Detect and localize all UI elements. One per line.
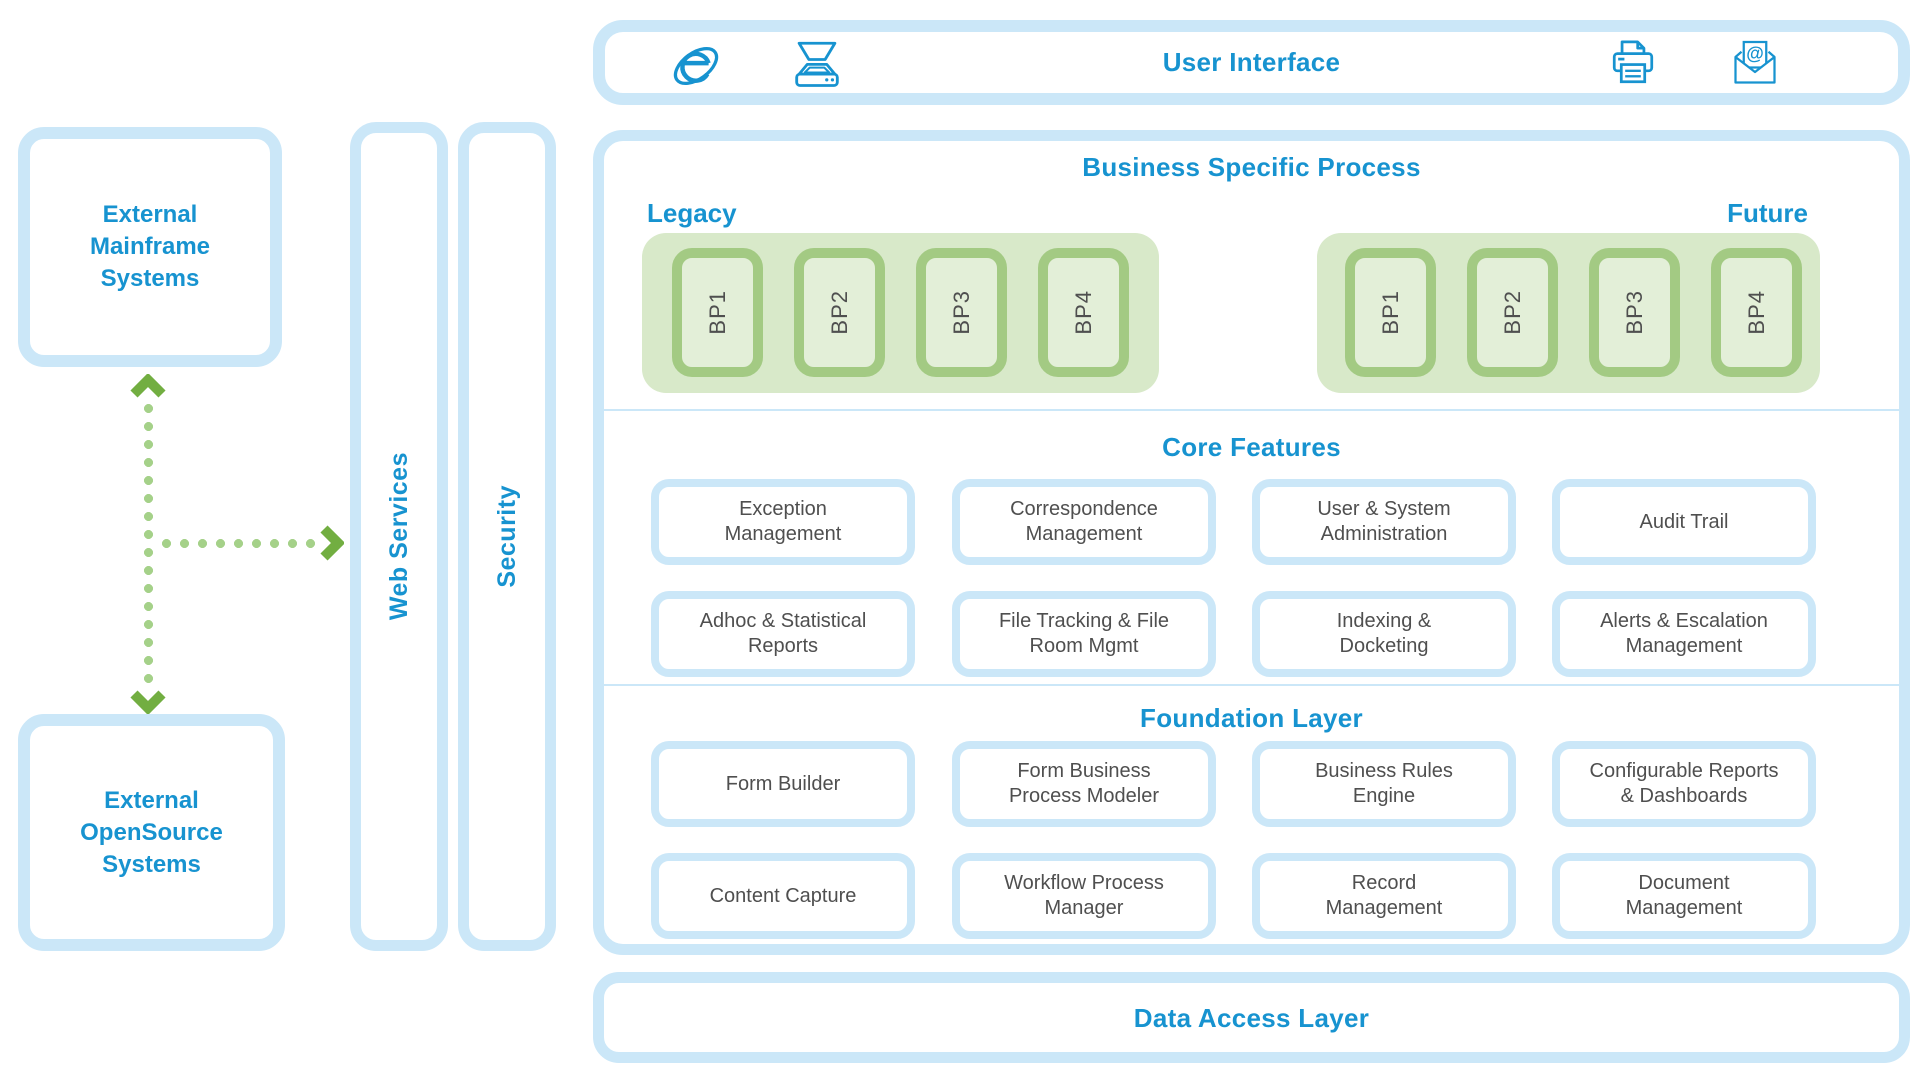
core-feature-box: Alerts & Escalation Management: [1552, 591, 1816, 677]
legacy-bp1-label: BP1: [704, 290, 730, 335]
foundation-box: Document Management: [1552, 853, 1816, 939]
security-label: Security: [492, 485, 521, 588]
core-feature-box: Correspondence Management: [952, 479, 1216, 565]
foundation-box: Configurable Reports & Dashboards: [1552, 741, 1816, 827]
foundation-box: Form Business Process Modeler: [952, 741, 1216, 827]
web-services-bar: Web Services: [350, 122, 448, 951]
legacy-bp2-box: BP2: [794, 248, 885, 377]
email-icon: @: [1731, 38, 1779, 88]
external-mainframe-box: External Mainframe Systems: [18, 127, 282, 367]
future-bp2-label: BP2: [1499, 290, 1525, 335]
future-label: Future: [1727, 198, 1808, 228]
core-feature-box: File Tracking & File Room Mgmt: [952, 591, 1216, 677]
printer-icon: [1608, 38, 1658, 88]
user-interface-bar: [593, 20, 1910, 105]
svg-text:@: @: [1746, 43, 1764, 63]
core-features-title: Core Features: [1162, 432, 1341, 462]
future-bp4-label: BP4: [1743, 290, 1769, 335]
arrow-up-chevron: [128, 372, 168, 405]
data-access-layer-title: Data Access Layer: [1133, 1003, 1370, 1033]
legacy-bp4-box: BP4: [1038, 248, 1129, 377]
web-services-label: Web Services: [384, 452, 413, 621]
arrow-right-chevron: [318, 523, 346, 568]
foundation-box: Workflow Process Manager: [952, 853, 1216, 939]
foundation-box: Content Capture: [651, 853, 915, 939]
foundation-layer-title: Foundation Layer: [1140, 703, 1363, 733]
legacy-bp1-box: BP1: [672, 248, 763, 377]
section-divider-1: [604, 409, 1899, 411]
future-bp4-box: BP4: [1711, 248, 1802, 377]
foundation-box: Form Builder: [651, 741, 915, 827]
future-bp2-box: BP2: [1467, 248, 1558, 377]
future-bp3-label: BP3: [1621, 290, 1647, 335]
foundation-box: Business Rules Engine: [1252, 741, 1516, 827]
future-bp3-box: BP3: [1589, 248, 1680, 377]
core-feature-box: User & System Administration: [1252, 479, 1516, 565]
scanner-icon: [790, 40, 844, 92]
core-feature-box: Exception Management: [651, 479, 915, 565]
legacy-bp2-label: BP2: [826, 290, 852, 335]
ie-browser-icon: [670, 40, 722, 92]
core-feature-box: Adhoc & Statistical Reports: [651, 591, 915, 677]
legacy-bp4-label: BP4: [1070, 290, 1096, 335]
security-bar: Security: [458, 122, 556, 951]
data-access-layer-bar: [593, 972, 1910, 1063]
legacy-label: Legacy: [647, 198, 737, 228]
core-feature-box: Audit Trail: [1552, 479, 1816, 565]
legacy-bp3-label: BP3: [948, 290, 974, 335]
foundation-box: Record Management: [1252, 853, 1516, 939]
future-bp1-label: BP1: [1377, 290, 1403, 335]
legacy-bp3-box: BP3: [916, 248, 1007, 377]
future-bp1-box: BP1: [1345, 248, 1436, 377]
vertical-dotted-line: [144, 404, 153, 686]
business-specific-process-title: Business Specific Process: [1082, 152, 1421, 182]
arrow-down-chevron: [128, 688, 168, 719]
user-interface-title: User Interface: [1162, 47, 1341, 77]
horizontal-dotted-line: [162, 539, 318, 548]
core-feature-box: Indexing & Docketing: [1252, 591, 1516, 677]
section-divider-2: [604, 684, 1899, 686]
external-opensource-box: External OpenSource Systems: [18, 714, 285, 951]
